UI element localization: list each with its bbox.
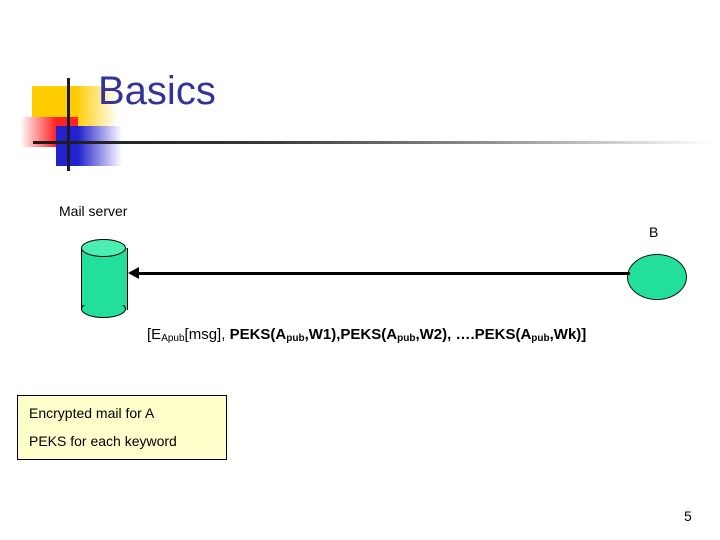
callout-line-2: PEKS for each keyword — [29, 433, 177, 449]
decor-vertical-rule — [67, 78, 70, 171]
formula-peks-2-subscript: pub — [397, 332, 416, 344]
arrow-head-icon — [128, 267, 139, 279]
formula-text: [EApub[msg], PEKS(Apub,W1),PEKS(Apub,W2)… — [147, 326, 586, 344]
cylinder-top — [81, 239, 126, 257]
formula-peks-1-subscript: pub — [286, 332, 305, 344]
formula-keyword-1: ,W1), — [304, 326, 341, 343]
formula-ellipsis: …. — [455, 326, 475, 343]
page-number: 5 — [684, 508, 692, 524]
formula-peks-1: PEKS(A — [229, 326, 287, 343]
formula-msg: [msg], — [184, 326, 230, 343]
recipient-label-b: B — [649, 224, 659, 240]
formula-peks-k-subscript: pub — [531, 332, 550, 344]
decor-blue-gradient — [78, 126, 122, 166]
formula-enc-open: [E — [147, 326, 162, 343]
cylinder-bottom-mask — [82, 297, 125, 305]
formula-keyword-k: ,Wk)] — [549, 326, 587, 343]
formula-enc-subscript: Apub — [161, 332, 185, 344]
formula-keyword-2: ,W2), — [415, 326, 456, 343]
recipient-ellipse-icon — [627, 254, 687, 300]
mail-server-cylinder-icon — [81, 239, 128, 319]
formula-peks-2: PEKS(A — [340, 326, 398, 343]
page-title: Basics — [98, 69, 216, 113]
formula-peks-k: PEKS(A — [474, 326, 532, 343]
callout-box: Encrypted mail for A PEKS for each keywo… — [17, 395, 227, 460]
arrow-line — [135, 272, 630, 275]
callout-line-1: Encrypted mail for A — [29, 405, 155, 421]
decor-yellow-gradient — [76, 86, 118, 126]
mail-server-label: Mail server — [59, 203, 128, 219]
decor-horizontal-rule — [33, 141, 713, 144]
